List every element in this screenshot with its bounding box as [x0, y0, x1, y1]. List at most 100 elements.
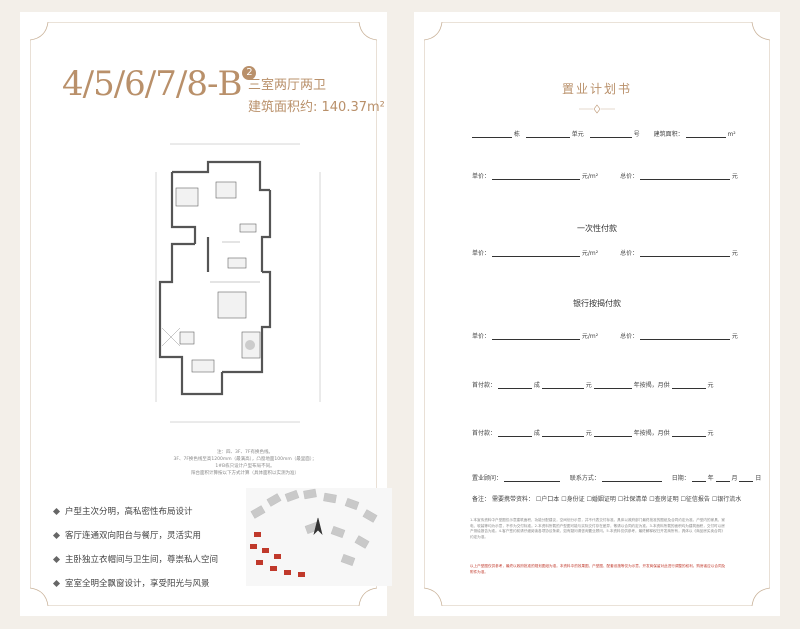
- unit-price-unit: 元/m²: [581, 173, 599, 180]
- feature-text: 室室全明全飘窗设计，享受阳光与风景: [65, 579, 210, 589]
- down-payment-amount-field[interactable]: [541, 429, 584, 437]
- checkbox-property-check[interactable]: ☐查房证明: [649, 496, 679, 503]
- total-price-field[interactable]: [640, 249, 730, 257]
- checkbox-label: 户口本: [541, 496, 560, 503]
- room-label: 号: [633, 131, 640, 138]
- yuan-unit: 元: [585, 382, 592, 389]
- loan-plan-row-2: 首付款： 成 元 年按揭，月供 元: [472, 428, 713, 437]
- checkbox-credit-report[interactable]: ☐征信报告: [680, 496, 710, 503]
- day-label: 日: [755, 475, 762, 482]
- area-unit: m²: [727, 131, 736, 138]
- checkbox-bank-statement[interactable]: ☐银行流水: [711, 496, 742, 503]
- feature-item: 主卧独立衣帽间与卫生间，尊崇私人空间: [52, 548, 218, 572]
- unit-price-label: 单价：: [472, 333, 491, 340]
- feature-list: 户型主次分明，高私密性布局设计 客厅连通双向阳台与餐厅，灵活实用 主卧独立衣帽间…: [52, 500, 218, 596]
- loan-years-field[interactable]: [593, 381, 632, 389]
- feature-text: 户型主次分明，高私密性布局设计: [65, 507, 193, 517]
- purchase-plan-title: 置业计划书: [561, 82, 632, 96]
- checkbox-social-security[interactable]: ☐社保清单: [617, 496, 648, 503]
- consultant-label: 置业顾问：: [472, 475, 503, 482]
- diamond-bullet-icon: [52, 507, 61, 516]
- loan-price-row: 单价： 元/m² 总价： 元: [472, 331, 738, 340]
- unit-info-row: 栋 单元 号 建筑面积： m²: [472, 129, 736, 138]
- feature-item: 室室全明全飘窗设计，享受阳光与风景: [52, 572, 218, 596]
- room-field[interactable]: [589, 130, 632, 138]
- unit-price-field[interactable]: [491, 332, 580, 340]
- total-price-unit: 元: [731, 250, 738, 257]
- floor-plan-notes: 注：四、3F、7F有换色线。 3F、7F换色线至高1200mm（最满高），凸窗地…: [160, 449, 330, 477]
- down-payment-label: 首付款：: [472, 430, 497, 437]
- remarks-row: 备注： 需要携带资料： ☐户口本 ☐身份证 ☐婚姻证明 ☐社保清单 ☐查房证明 …: [472, 494, 741, 503]
- floor-plan-drawing: [155, 143, 321, 423]
- down-payment-ratio-field[interactable]: [497, 429, 532, 437]
- bank-loan-title: 银行按揭付款: [573, 299, 621, 308]
- monthly-payment-field[interactable]: [671, 381, 706, 389]
- disclaimer-text: 1.本宣传资料中户型图仅示意建筑面积，功能分配建议，空间划分示意，并不代表交付标…: [470, 518, 725, 539]
- day-field[interactable]: [739, 474, 754, 482]
- plan-note: 3F、7F换色线至高1200mm（最满高），凸窗地面100mm（最里面）；: [173, 457, 317, 462]
- price-row: 单价： 元/m² 总价： 元: [472, 171, 738, 180]
- down-payment-amount-field[interactable]: [541, 381, 584, 389]
- yuan-unit: 元: [585, 430, 592, 437]
- building-field[interactable]: [472, 130, 512, 138]
- diamond-bullet-icon: [52, 555, 61, 564]
- date-label: 日期：: [671, 475, 690, 482]
- ratio-unit: 成: [533, 430, 540, 437]
- unit-price-field[interactable]: [491, 172, 580, 180]
- unit-variant-badge: 2: [242, 66, 257, 80]
- consultant-field[interactable]: [503, 474, 560, 482]
- full-payment-price-row: 单价： 元/m² 总价： 元: [472, 248, 738, 257]
- unit-price-field[interactable]: [491, 249, 580, 257]
- feature-item: 客厅连通双向阳台与餐厅，灵活实用: [52, 524, 218, 548]
- down-payment-label: 首付款：: [472, 382, 497, 389]
- consultant-row: 置业顾问： 联系方式： 日期： 年 月 日: [472, 473, 761, 482]
- down-payment-ratio-field[interactable]: [497, 381, 532, 389]
- floor-area: 建筑面积约: 140.37m²: [248, 100, 385, 115]
- year-field[interactable]: [691, 474, 706, 482]
- plan-note: 1#B栋只设计户型布局不同。: [215, 464, 275, 469]
- checkbox-marriage-cert[interactable]: ☐婚姻证明: [586, 496, 616, 503]
- contact-label: 联系方式：: [569, 475, 600, 482]
- unit-price-label: 单价：: [472, 173, 491, 180]
- yuan-unit: 元: [707, 430, 714, 437]
- checkbox-id-card[interactable]: ☐身份证: [561, 496, 585, 503]
- diamond-bullet-icon: [52, 531, 61, 540]
- unit-field[interactable]: [525, 130, 570, 138]
- unit-code-text: 4/5/6/7/8-B: [62, 64, 242, 104]
- site-map-image: [246, 488, 392, 586]
- total-price-unit: 元: [731, 333, 738, 340]
- full-payment-title: 一次性付款: [577, 224, 617, 233]
- area-field[interactable]: [685, 130, 726, 138]
- checkbox-label: 查房证明: [654, 496, 679, 503]
- month-field[interactable]: [715, 474, 730, 482]
- loan-years-field[interactable]: [593, 429, 632, 437]
- total-price-field[interactable]: [640, 332, 730, 340]
- loan-plan-row-1: 首付款： 成 元 年按揭，月供 元: [472, 380, 713, 389]
- remarks-label: 备注：: [472, 496, 491, 503]
- plan-note: 阳台面积计算按以下方式计算（具体面积以实测为准）: [191, 471, 299, 476]
- total-price-label: 总价：: [620, 333, 639, 340]
- unit-price-unit: 元/m²: [581, 333, 599, 340]
- loan-years-label: 年按揭，月供: [633, 430, 670, 437]
- checkbox-label: 婚姻证明: [591, 496, 616, 503]
- checkbox-label: 银行流水: [717, 496, 742, 503]
- total-price-label: 总价：: [620, 250, 639, 257]
- feature-item: 户型主次分明，高私密性布局设计: [52, 500, 218, 524]
- checkbox-hukou[interactable]: ☐户口本: [535, 496, 560, 503]
- monthly-payment-field[interactable]: [671, 429, 706, 437]
- total-price-unit: 元: [731, 173, 738, 180]
- layout-type: 三室两厅两卫: [248, 78, 327, 93]
- unit-price-label: 单价：: [472, 250, 491, 257]
- purchase-plan-page: 置业计划书 栋 单元 号 建筑面积： m² 单价： 元/m² 总价： 元 一次性…: [414, 12, 780, 616]
- plan-note: 注：四、3F、7F有换色线。: [217, 450, 273, 455]
- year-label: 年: [707, 475, 714, 482]
- total-price-field[interactable]: [640, 172, 730, 180]
- checkbox-label: 征信报告: [685, 496, 710, 503]
- contact-field[interactable]: [601, 474, 662, 482]
- ornament-divider: [579, 104, 615, 114]
- checkbox-label: 身份证: [566, 496, 585, 503]
- ratio-unit: 成: [533, 382, 540, 389]
- checkbox-label: 社保清单: [623, 496, 648, 503]
